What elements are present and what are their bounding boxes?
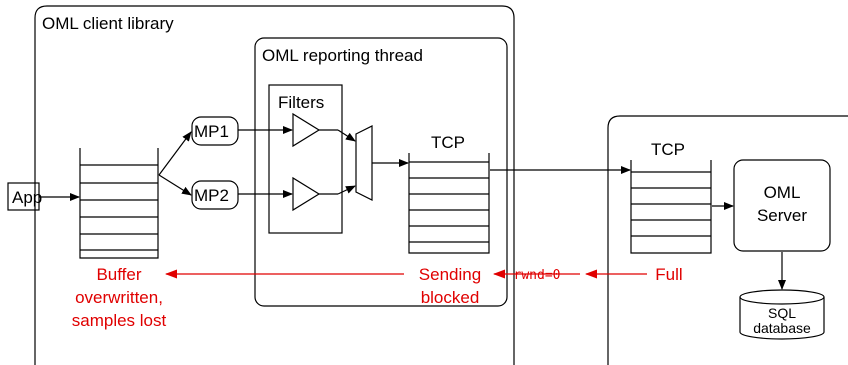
filter-triangle-top — [292, 112, 321, 148]
client-library-container: OML client library — [34, 5, 515, 365]
buffer-to-mp1-arrow — [158, 131, 192, 176]
server-tcp-buffer: TCP — [630, 140, 712, 254]
reporting-thread-title: OML reporting thread — [262, 46, 423, 65]
backpressure-flow: Buffer overwritten, samples lost Sending… — [72, 265, 683, 330]
client-buffer — [79, 148, 159, 259]
sql-database: SQL database — [739, 289, 825, 340]
tcp-server-label: TCP — [651, 140, 685, 159]
app-box: App — [7, 182, 42, 211]
mp2-label: MP2 — [194, 186, 229, 205]
mp1-label: MP1 — [194, 122, 229, 141]
mp1-box: MP1 — [191, 116, 239, 146]
buffer-note-line2: overwritten, — [75, 288, 163, 307]
data-flow-arrows — [39, 126, 786, 290]
rwnd-label: rwnd=0 — [514, 268, 561, 283]
app-label: App — [12, 188, 42, 207]
reporting-thread-box: OML reporting thread — [254, 37, 508, 307]
oml-server-box: OML Server — [733, 159, 831, 252]
db-label-line2: database — [753, 320, 811, 336]
server-label-line1: OML — [764, 183, 801, 202]
full-label: Full — [655, 265, 682, 284]
client-library-title: OML client library — [42, 14, 174, 33]
buffer-note-line1: Buffer — [96, 265, 141, 284]
sending-line1: Sending — [419, 265, 481, 284]
filter-triangle-bottom — [292, 176, 321, 212]
filter-top-to-mux-arrow — [337, 129, 356, 142]
mp2-box: MP2 — [191, 180, 239, 210]
buffer-note-line3: samples lost — [72, 311, 167, 330]
server-container — [607, 115, 848, 365]
filters-box: Filters — [268, 84, 343, 234]
tcp-client-label: TCP — [431, 133, 465, 152]
filters-label: Filters — [278, 93, 324, 112]
multiplexer — [355, 125, 373, 201]
buffer-to-mp2-arrow — [158, 174, 192, 196]
db-label-line1: SQL — [768, 305, 796, 321]
sending-line2: blocked — [421, 288, 480, 307]
client-tcp-buffer: TCP — [408, 133, 490, 254]
server-label-line2: Server — [757, 206, 807, 225]
filter-bottom-to-mux-arrow — [337, 185, 356, 195]
